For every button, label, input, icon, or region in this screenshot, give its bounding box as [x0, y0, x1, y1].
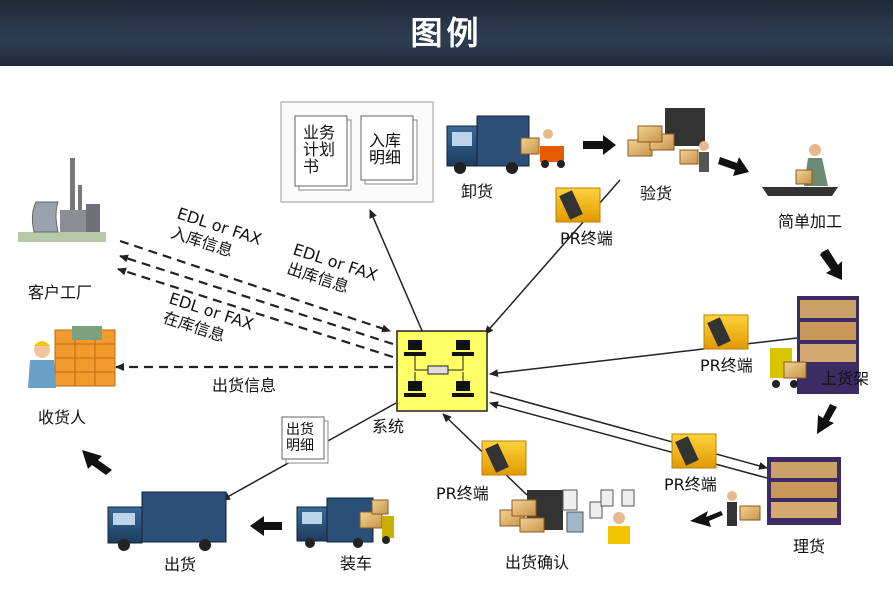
inspect-label: 验货 [640, 184, 672, 203]
unload-label: 卸货 [461, 182, 493, 201]
terminal-label-shelf: PR终端 [700, 356, 753, 375]
sorting-illustration [727, 457, 841, 526]
arrow-process-shelf [820, 249, 842, 280]
arrow-sort-confirm [690, 511, 723, 527]
arrow-inspect-process [718, 157, 749, 176]
confirm-label: 出货确认 [505, 553, 569, 572]
terminal-label-confirm: PR终端 [436, 484, 489, 503]
flow-arrows [82, 135, 842, 536]
unload-illustration [446, 115, 565, 174]
system-node [396, 330, 488, 412]
edge-inbound-info [119, 239, 391, 333]
shelving-illustration [770, 296, 859, 394]
doc-outbound-detail: 出货明细 [286, 421, 314, 454]
edge-stock-info [117, 267, 394, 359]
edge-label-stock: EDL or FAX在库信息 [161, 289, 256, 353]
inspect-illustration [627, 108, 709, 172]
receiver-label: 收货人 [38, 408, 86, 427]
arrow-load-ship [250, 516, 282, 536]
processing-illustration [762, 144, 838, 196]
shelving-label: 上货架 [821, 369, 869, 388]
loading-illustration [296, 497, 394, 548]
terminal-icon [555, 187, 601, 223]
terminal-label-top: PR终端 [560, 229, 613, 248]
factory-illustration [18, 158, 106, 242]
arrow-ship-receiver [82, 450, 112, 475]
terminal-label-sort: PR终端 [664, 475, 717, 494]
edge-label-inbound: EDL or FAX入库信息 [169, 204, 264, 268]
doc-inbound-detail: 入库明细 [369, 131, 401, 167]
system-label: 系统 [372, 417, 404, 436]
outbound-doc-illustration [281, 416, 329, 464]
header-bar [0, 0, 893, 66]
edge-system-to-sort [489, 391, 768, 470]
receiver-illustration [28, 326, 116, 388]
page-title: 图例 [410, 14, 483, 52]
edge-label-outbound: EDL or FAX出库信息 [285, 240, 380, 304]
edge-sort-to-system [489, 401, 768, 479]
doc-business-plan: 业务计划书 [303, 123, 335, 176]
sorting-label: 理货 [793, 537, 825, 556]
flow-diagram: 系统 业务计划书 入库明细 客户工厂 收货人 卸货 [18, 101, 869, 574]
shipping-label: 出货 [164, 555, 196, 574]
edge-system-to-plan [369, 209, 424, 334]
terminal-icon [703, 314, 749, 350]
confirm-illustration [499, 489, 635, 544]
edge-label-shipping: 出货信息 [212, 376, 276, 395]
plan-documents [280, 101, 434, 203]
customer-factory-label: 客户工厂 [28, 283, 92, 302]
shipping-illustration [107, 491, 227, 551]
edge-outbound-info [119, 254, 394, 346]
loading-label: 装车 [340, 554, 372, 573]
terminal-icon [671, 433, 717, 469]
processing-label: 简单加工 [778, 212, 842, 231]
arrow-unload-inspect [583, 135, 616, 155]
terminal-icon [481, 440, 527, 476]
arrow-shelf-sort [817, 404, 837, 434]
